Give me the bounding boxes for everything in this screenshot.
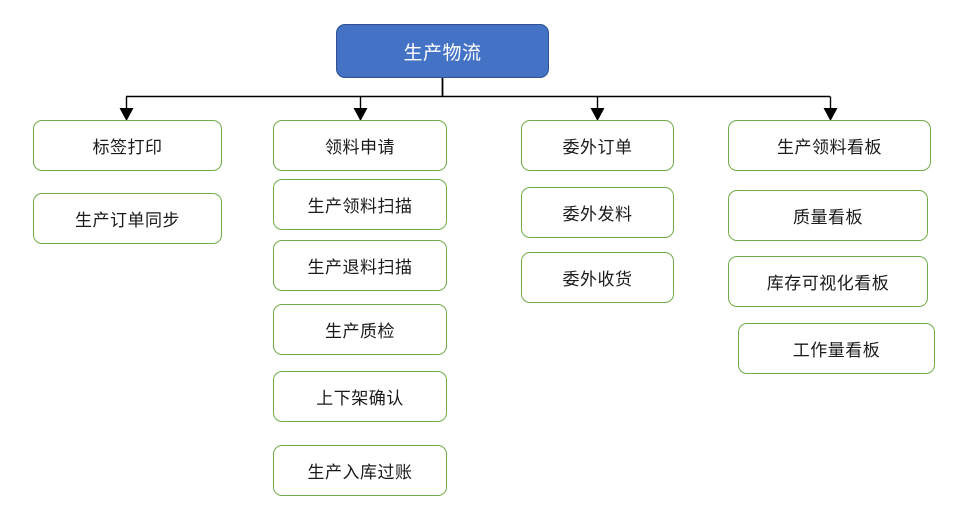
node-branch-2-item-5[interactable]: 生产入库过账 [273,445,447,496]
node-branch-1-item-1[interactable]: 生产订单同步 [33,193,222,244]
node-branch-2-item-4[interactable]: 上下架确认 [273,371,447,422]
node-branch-4-item-2[interactable]: 库存可视化看板 [728,256,928,307]
node-root[interactable]: 生产物流 [336,24,549,78]
node-branch-4-item-0[interactable]: 生产领料看板 [728,120,931,171]
node-branch-4-item-3[interactable]: 工作量看板 [738,323,935,374]
node-branch-2-item-1[interactable]: 生产领料扫描 [273,179,447,230]
node-branch-4-item-1[interactable]: 质量看板 [728,190,928,241]
node-branch-2-item-0[interactable]: 领料申请 [273,120,447,171]
node-branch-3-item-2[interactable]: 委外收货 [521,252,674,303]
node-branch-3-item-0[interactable]: 委外订单 [521,120,674,171]
node-branch-1-item-0[interactable]: 标签打印 [33,120,222,171]
node-branch-2-item-3[interactable]: 生产质检 [273,304,447,355]
node-branch-3-item-1[interactable]: 委外发料 [521,187,674,238]
node-branch-2-item-2[interactable]: 生产退料扫描 [273,240,447,291]
